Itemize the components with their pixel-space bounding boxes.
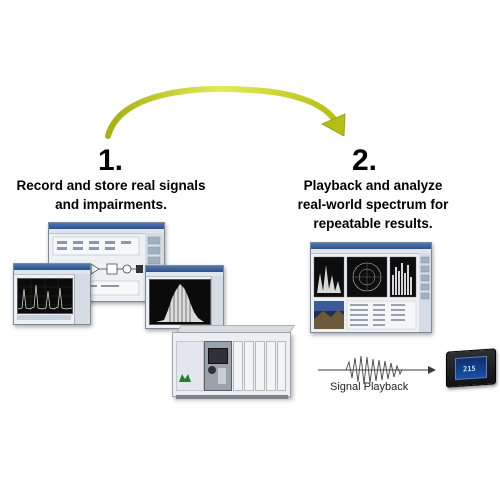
analysis-dashboard-graphic [313, 253, 431, 332]
step-2-description: Playback and analyze real-world spectrum… [262, 176, 484, 233]
receiver-device: 215 [446, 348, 496, 388]
step-2-line: Playback and analyze [303, 178, 443, 193]
step-1-description: Record and store real signals and impair… [0, 176, 222, 214]
playback-analysis-window [310, 242, 432, 333]
histogram-window [145, 265, 224, 329]
spectrum-monitor-window [13, 263, 91, 325]
chassis-base [176, 395, 288, 399]
chassis-controller-module [204, 341, 232, 391]
step-2-line: real-world spectrum for [297, 197, 449, 212]
step-2-number: 2. [352, 144, 378, 177]
device-display-readout: 215 [463, 364, 476, 374]
spectrum-plot [17, 278, 73, 314]
signal-playback-label: Signal Playback [330, 381, 409, 393]
histogram-plot [149, 279, 211, 325]
chassis-logo-icon [179, 369, 191, 382]
step-1-number: 1. [98, 144, 124, 177]
curved-arrow [105, 85, 346, 139]
step-1-line: Record and store real signals [16, 178, 206, 193]
step-1-line: and impairments. [55, 197, 167, 212]
step-2-line: repeatable results. [313, 216, 433, 231]
chassis-control-panel [176, 341, 204, 391]
